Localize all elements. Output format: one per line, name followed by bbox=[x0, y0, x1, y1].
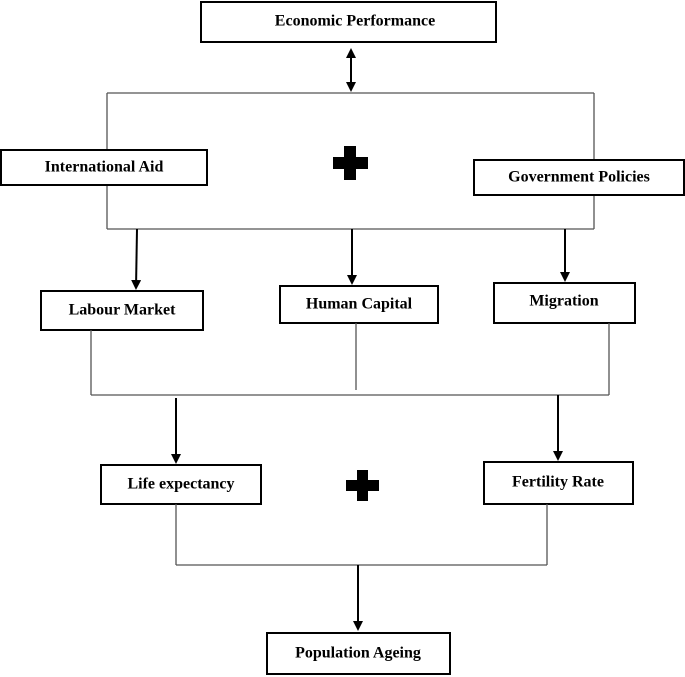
migration-label: Migration bbox=[529, 293, 598, 310]
life-expectancy-node: Life expectancy bbox=[100, 464, 262, 505]
population-ageing-label: Population Ageing bbox=[295, 645, 421, 662]
life-expectancy-label: Life expectancy bbox=[127, 476, 234, 493]
labour-market-node: Labour Market bbox=[40, 290, 204, 331]
arrow-to-labour-market bbox=[131, 228, 142, 290]
government-policies-label: Government Policies bbox=[508, 169, 650, 186]
international-aid-label: International Aid bbox=[45, 159, 164, 176]
plus-icon bbox=[333, 146, 368, 180]
fertility-rate-node: Fertility Rate bbox=[483, 461, 634, 505]
international-aid-node: International Aid bbox=[0, 149, 208, 186]
population-ageing-node: Population Ageing bbox=[266, 632, 451, 675]
migration-node: Migration bbox=[493, 282, 636, 324]
economic-performance-label: Economic Performance bbox=[275, 13, 435, 30]
plus-icon bbox=[346, 470, 379, 501]
human-capital-label: Human Capital bbox=[306, 296, 413, 313]
government-policies-node: Government Policies bbox=[473, 159, 685, 196]
fertility-rate-label: Fertility Rate bbox=[512, 474, 604, 491]
outcome-bracket bbox=[175, 504, 548, 566]
determinants-bracket bbox=[90, 323, 610, 396]
labour-market-label: Labour Market bbox=[69, 302, 176, 319]
economic-performance-node: Economic Performance bbox=[200, 1, 497, 43]
human-capital-node: Human Capital bbox=[279, 285, 439, 324]
inputs-bracket bbox=[106, 92, 595, 230]
